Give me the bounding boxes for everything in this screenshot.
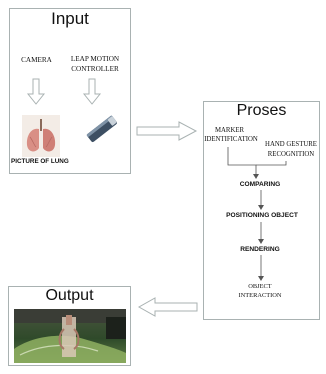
leap-down-arrow (82, 78, 102, 105)
marker-identification-line1: MARKER (214, 127, 245, 134)
process-to-output-arrow (137, 297, 198, 317)
leap-label-line2: CONTROLLER (71, 65, 119, 73)
step-positioning-object: POSITIONING OBJECT (226, 212, 298, 219)
camera-label: CAMERA (21, 56, 52, 64)
camera-down-arrow (26, 78, 46, 105)
step-rendering: RENDERING (240, 246, 280, 253)
lung-picture (22, 115, 60, 157)
marker-identification-line2: IDENTIFICATION (204, 136, 258, 143)
gesture-down-arrow (256, 161, 287, 166)
step-comparing: COMPARING (239, 181, 281, 188)
hand-gesture-line2: RECOGNITION (267, 151, 315, 158)
lung-caption: PICTURE OF LUNG (11, 158, 69, 165)
object-interaction-line1: OBJECT (248, 283, 272, 290)
leap-label-line1: LEAP MOTION (70, 55, 120, 63)
output-photo (14, 309, 126, 363)
leap-motion-device (82, 113, 122, 145)
object-interaction-line2: INTERACTION (238, 292, 282, 299)
input-to-process-arrow (136, 121, 198, 141)
process-box (203, 101, 320, 320)
marker-down-arrow (227, 147, 257, 175)
output-title: Output (45, 287, 94, 304)
hand-gesture-line1: HAND GESTURE (265, 141, 317, 148)
process-title: Proses (236, 102, 287, 119)
input-title: Input (51, 9, 89, 28)
